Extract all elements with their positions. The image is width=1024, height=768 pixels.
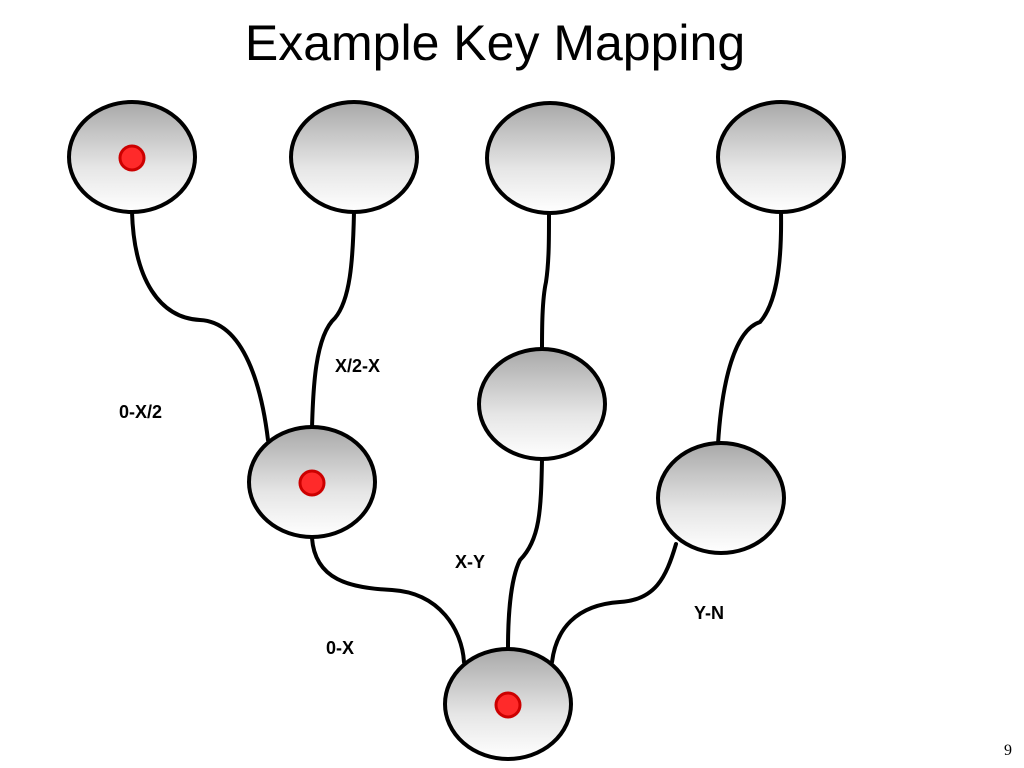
edge-label-0-x: 0-X xyxy=(326,638,355,658)
marker-root xyxy=(494,691,522,719)
node-leaf-4 xyxy=(716,100,846,214)
page-number: 9 xyxy=(1004,742,1012,759)
edge-mid-right-to-root xyxy=(550,542,678,664)
edge-label-x-y: X-Y xyxy=(455,552,486,572)
slide-title: Example Key Mapping xyxy=(244,15,746,71)
edge-mid-left-to-root xyxy=(310,536,466,664)
node-mid-right xyxy=(656,441,786,555)
edge-label-y-n: Y-N xyxy=(694,603,725,623)
edge-mid-center-to-root xyxy=(506,458,544,650)
node-mid-center xyxy=(477,347,607,461)
edge-leaf-1-to-mid-left xyxy=(130,210,270,442)
node-leaf-2 xyxy=(289,100,419,214)
edge-leaf-2-to-mid-left xyxy=(310,210,356,430)
edge-leaf-4-to-mid-right xyxy=(716,210,784,446)
edge-label-x-half-x: X/2-X xyxy=(335,356,381,376)
edge-label-0-x-half: 0-X/2 xyxy=(119,402,163,422)
marker-leaf-1 xyxy=(118,144,146,172)
node-leaf-3 xyxy=(485,101,615,215)
edge-leaf-3-to-mid-center xyxy=(540,212,551,352)
marker-mid-left xyxy=(298,469,326,497)
